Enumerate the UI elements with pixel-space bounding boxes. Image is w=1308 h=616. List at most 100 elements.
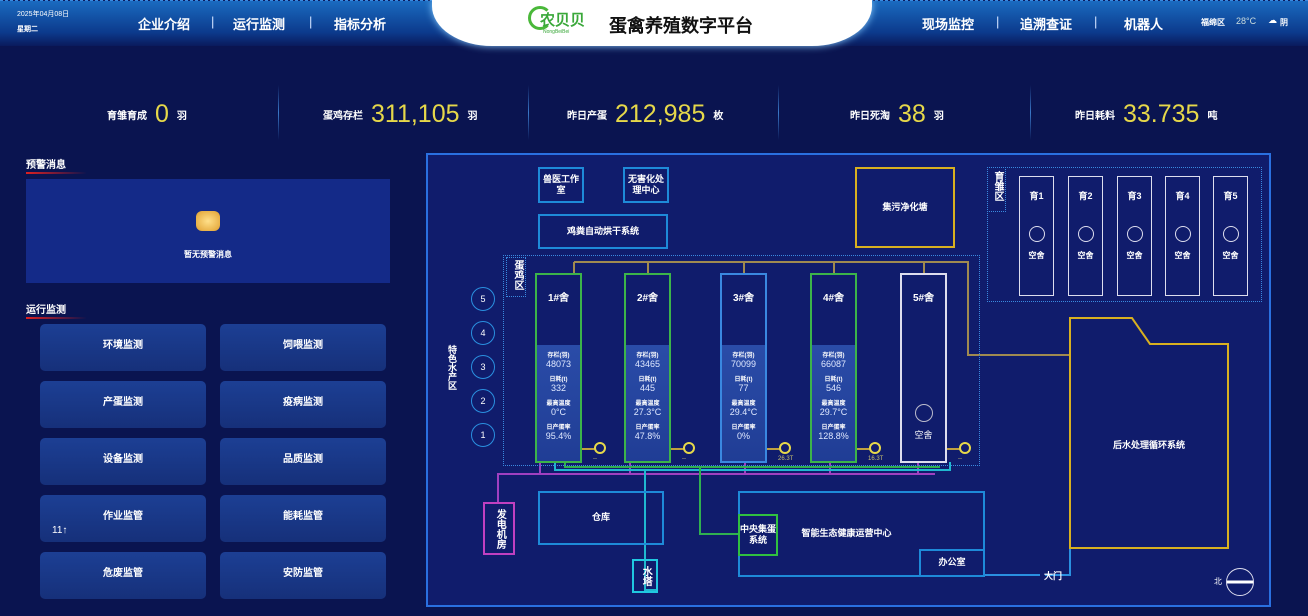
house-name: 1#舍 — [547, 293, 570, 304]
tank-pipe — [767, 448, 781, 450]
harmless-center[interactable]: 无害化处理中心 — [623, 167, 669, 203]
stat-label: 最高温度 — [731, 401, 756, 407]
brood-zone-label: 育雏区 — [987, 167, 1006, 212]
house-name: 5#舍 — [912, 293, 935, 304]
nav-trace[interactable]: 追溯查证 — [1020, 17, 1073, 32]
btn-energy[interactable]: 能耗监管 — [220, 495, 386, 542]
stat-label: 日耗(t) — [638, 377, 657, 383]
temperature: 28°C — [1236, 16, 1257, 26]
date: 2025年04月08日 — [17, 11, 70, 18]
brood-house-name: 育4 — [1175, 191, 1190, 201]
stat-label: 存栏(羽) — [547, 353, 570, 359]
nav-separator: | — [211, 14, 215, 29]
house-name: 2#舍 — [636, 293, 659, 304]
btn-hazwaste[interactable]: 危废监管 — [40, 552, 206, 599]
brand-name: 农贝贝 — [540, 12, 586, 29]
location: 福绵区 — [1201, 18, 1225, 27]
stat-value: 29.4°C — [729, 407, 758, 417]
tank-icon[interactable] — [869, 442, 881, 454]
stat-label: 日耗(t) — [549, 377, 568, 383]
tank-pipe — [582, 448, 596, 450]
page-title: 蛋禽养殖数字平台 — [609, 16, 753, 36]
pond[interactable]: 2 — [471, 389, 495, 413]
brood-house-name: 育5 — [1223, 191, 1238, 201]
brood-house-status: 空舍 — [1222, 251, 1239, 260]
logo-icon — [528, 6, 552, 30]
btn-security[interactable]: 安防监管 — [220, 552, 386, 599]
btn-feeding[interactable]: 饲喂监测 — [220, 324, 386, 371]
aqua-zone-label: 特色水产区 — [447, 345, 457, 390]
divider — [528, 85, 529, 140]
brood-zone — [987, 167, 1262, 302]
stat-value: 48073 — [545, 359, 572, 369]
nav-company[interactable]: 企业介绍 — [138, 17, 191, 32]
pond[interactable]: 5 — [471, 287, 495, 311]
egg-collection[interactable]: 中央集蛋系统 — [738, 514, 778, 556]
nav-monitoring[interactable]: 现场监控 — [922, 17, 975, 32]
divider — [278, 85, 279, 140]
nav-metrics[interactable]: 指标分析 — [334, 17, 387, 32]
tank-icon[interactable] — [779, 442, 791, 454]
brood-house[interactable]: 育5 空舍 — [1213, 176, 1248, 296]
tank-level: -- — [593, 456, 597, 462]
btn-laying[interactable]: 产蛋监测 — [40, 381, 206, 428]
btn-environment[interactable]: 环境监测 — [40, 324, 206, 371]
vet-room[interactable]: 兽医工作室 — [538, 167, 584, 203]
alerts-title: 预警消息 — [26, 156, 86, 174]
water-tower[interactable]: 水塔 — [632, 559, 658, 593]
generator-room[interactable]: 发电机房 — [483, 502, 515, 555]
pond[interactable]: 3 — [471, 355, 495, 379]
tank-pipe — [671, 448, 685, 450]
house-name: 3#舍 — [732, 293, 755, 304]
pond[interactable]: 4 — [471, 321, 495, 345]
brood-house-name: 育3 — [1127, 191, 1142, 201]
nav-operation[interactable]: 运行监测 — [233, 17, 286, 32]
stat-value: 77 — [738, 383, 749, 393]
gate-label: 大门 — [1044, 571, 1063, 581]
empty-house-icon — [1126, 226, 1143, 242]
alerts-panel: 暂无预警消息 — [26, 179, 390, 283]
water-treatment[interactable]: 后水处理循环系统 — [1112, 440, 1185, 451]
tank-level: -- — [958, 456, 962, 462]
office[interactable]: 办公室 — [919, 549, 985, 577]
stat-label: 存栏(羽) — [822, 353, 845, 359]
warehouse[interactable]: 仓库 — [538, 491, 664, 545]
tank-pipe — [857, 448, 871, 450]
stat-label: 日产蛋率 — [731, 425, 756, 431]
nav-robot[interactable]: 机器人 — [1124, 17, 1164, 32]
divider — [778, 85, 779, 140]
tank-icon[interactable] — [683, 442, 695, 454]
sewage-pond[interactable]: 集污净化塘 — [855, 167, 955, 248]
btn-equipment[interactable]: 设备监测 — [40, 438, 206, 485]
tank-icon[interactable] — [959, 442, 971, 454]
empty-house-icon — [1222, 226, 1239, 242]
stat-value: 47.8% — [634, 431, 661, 441]
btn-disease[interactable]: 疫病监测 — [220, 381, 386, 428]
layer-house[interactable]: 5#舍空舍 — [900, 273, 947, 463]
stat-label: 最高温度 — [546, 401, 571, 407]
pond[interactable]: 1 — [471, 423, 495, 447]
divider — [1030, 85, 1031, 140]
house-name: 4#舍 — [822, 293, 845, 304]
btn-quality[interactable]: 品质监测 — [220, 438, 386, 485]
brood-house-name: 育2 — [1078, 191, 1093, 201]
stat-value: 546 — [825, 383, 842, 393]
btn-operations[interactable]: 作业监管 — [40, 495, 206, 542]
title-banner — [432, 0, 872, 46]
compass-icon — [1226, 568, 1254, 596]
stat-label: 存栏(羽) — [732, 353, 755, 359]
manure-dryer[interactable]: 鸡粪自动烘干系统 — [538, 214, 668, 249]
tank-icon[interactable] — [594, 442, 606, 454]
